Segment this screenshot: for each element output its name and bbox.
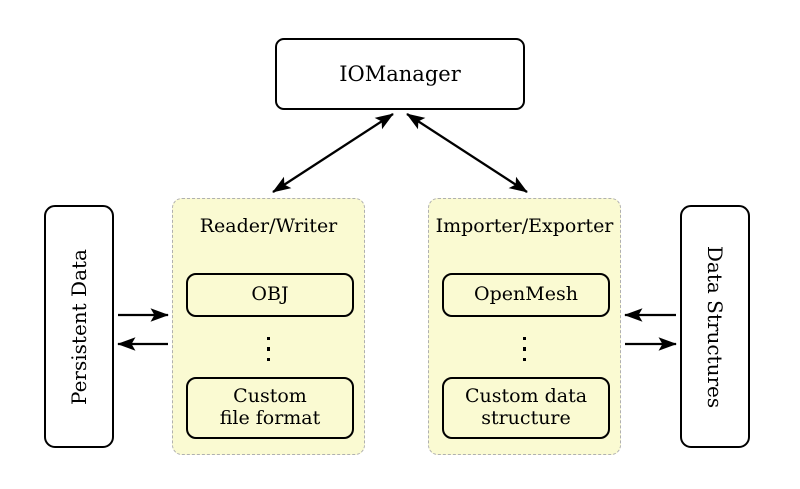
reader-writer-panel: Reader/Writer OBJ Custom file format <box>172 198 365 455</box>
persistent-data-label: Persistent Data <box>67 248 91 405</box>
connector-iomanager-to-importer-exporter <box>406 113 528 193</box>
importer-exporter-item-custom-line2: structure <box>481 407 571 429</box>
importer-exporter-item-custom-line1: Custom data <box>464 385 588 408</box>
reader-writer-ellipsis-icon <box>173 327 364 371</box>
persistent-data-node[interactable]: Persistent Data <box>44 205 114 448</box>
importer-exporter-title: Importer/Exporter <box>435 215 614 237</box>
reader-writer-item-custom-line1: Custom <box>233 385 307 408</box>
iomanager-label: IOManager <box>339 62 461 86</box>
connector-iomanager-to-reader-writer <box>272 113 394 193</box>
reader-writer-item-obj-label: OBJ <box>251 283 289 306</box>
data-structures-label: Data Structures <box>703 245 727 408</box>
importer-exporter-panel: Importer/Exporter OpenMesh Custom data s… <box>428 198 621 455</box>
reader-writer-item-custom-file-format[interactable]: Custom file format <box>186 377 354 439</box>
data-structures-node[interactable]: Data Structures <box>680 205 750 448</box>
reader-writer-item-obj[interactable]: OBJ <box>186 273 354 317</box>
importer-exporter-item-custom-data-structure[interactable]: Custom data structure <box>442 377 610 439</box>
importer-exporter-item-openmesh-label: OpenMesh <box>474 283 578 306</box>
iomanager-node[interactable]: IOManager <box>275 38 525 110</box>
reader-writer-item-custom-line2: file format <box>219 407 321 429</box>
importer-exporter-item-openmesh[interactable]: OpenMesh <box>442 273 610 317</box>
importer-exporter-ellipsis-icon <box>429 327 620 371</box>
reader-writer-title: Reader/Writer <box>199 215 338 237</box>
